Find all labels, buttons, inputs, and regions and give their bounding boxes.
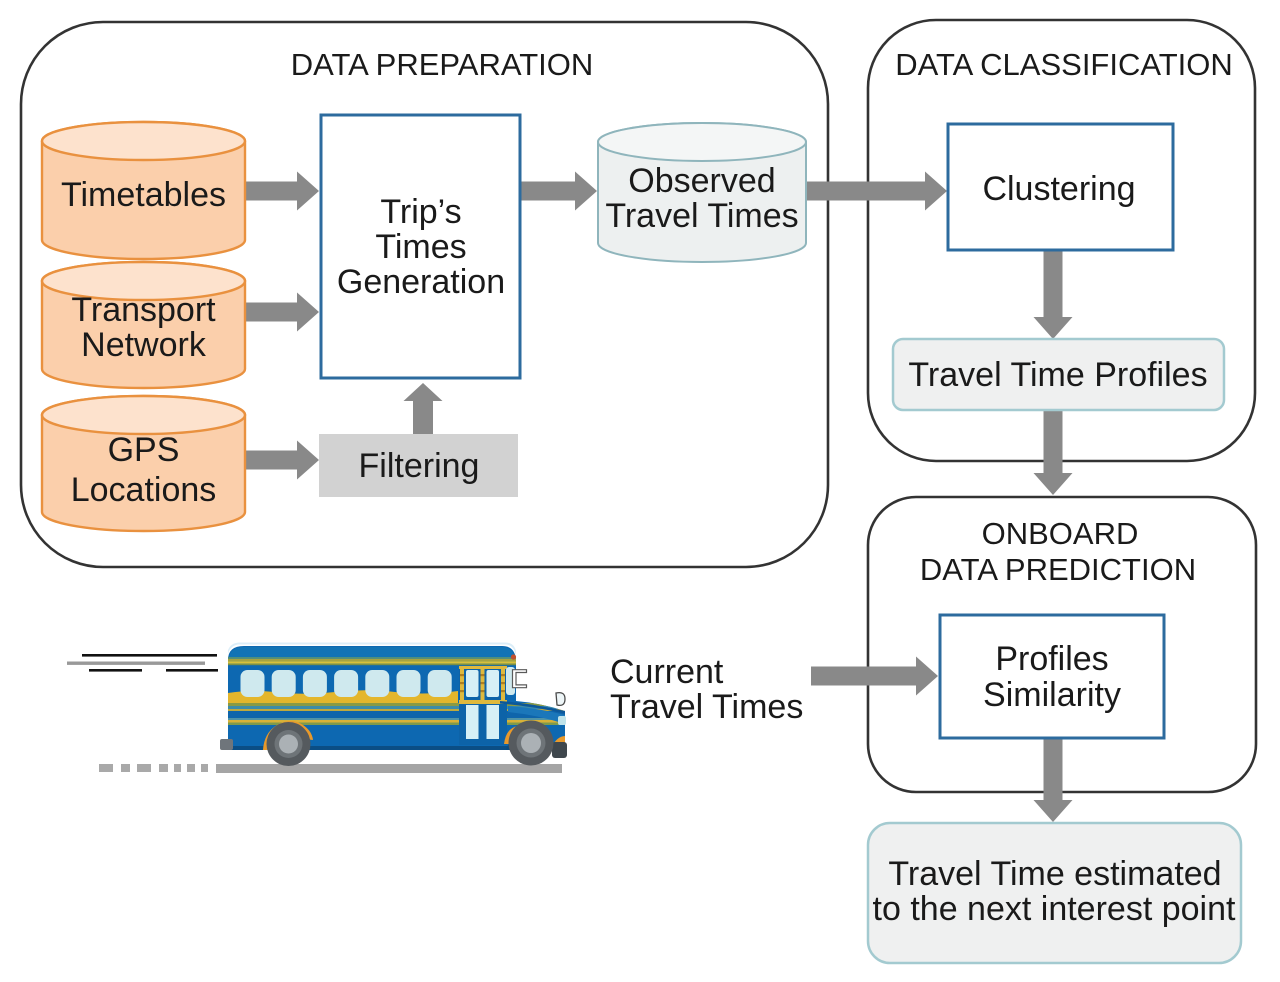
svg-text:Clustering: Clustering	[982, 170, 1135, 208]
svg-text:Profiles: Profiles	[995, 640, 1108, 678]
svg-text:Observed: Observed	[628, 162, 775, 200]
svg-text:Locations: Locations	[71, 471, 217, 509]
svg-text:Times: Times	[375, 228, 466, 266]
svg-text:ONBOARD: ONBOARD	[982, 516, 1139, 551]
svg-text:Similarity: Similarity	[983, 676, 1121, 714]
svg-text:Network: Network	[81, 326, 207, 364]
svg-text:Travel Time estimated: Travel Time estimated	[888, 855, 1221, 893]
svg-text:Travel Time Profiles: Travel Time Profiles	[908, 356, 1207, 394]
svg-text:Generation: Generation	[337, 263, 505, 301]
svg-text:DATA PREDICTION: DATA PREDICTION	[920, 552, 1196, 587]
svg-text:Trip’s: Trip’s	[380, 193, 461, 231]
svg-text:Timetables: Timetables	[61, 176, 226, 214]
svg-text:to the next interest point: to the next interest point	[873, 890, 1236, 928]
svg-text:Filtering: Filtering	[359, 447, 480, 485]
svg-text:GPS: GPS	[108, 431, 180, 469]
svg-text:Travel Times: Travel Times	[610, 688, 803, 726]
svg-text:Current: Current	[610, 653, 724, 691]
svg-text:DATA PREPARATION: DATA PREPARATION	[291, 47, 594, 82]
svg-text:Travel Times: Travel Times	[605, 197, 798, 235]
svg-text:Transport: Transport	[71, 291, 216, 329]
svg-text:DATA CLASSIFICATION: DATA CLASSIFICATION	[895, 47, 1233, 82]
